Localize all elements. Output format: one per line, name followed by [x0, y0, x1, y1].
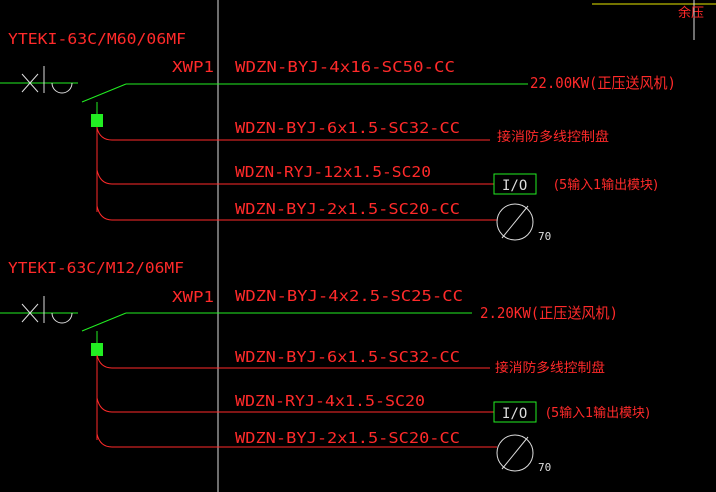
circuit-tag: XWP1: [172, 58, 214, 76]
switch-blade: [81, 312, 127, 332]
detector-rating: 70: [538, 461, 551, 474]
breaker-label: YTEKI-63C/M12/06MF: [8, 259, 184, 277]
branch-line-1: [96, 127, 490, 141]
switch-blade: [81, 83, 127, 103]
load-label: 22.00KW(正压送风机): [530, 74, 676, 92]
branch-cable-label-3: WDZN-BYJ-2x1.5-SC20-CC: [235, 429, 460, 447]
branch-line-2: [96, 169, 494, 185]
breaker-arc-icon: [51, 82, 73, 94]
circuit-tag: XWP1: [172, 288, 214, 306]
branch-target-2: (5输入1输出模块): [546, 405, 650, 421]
detector-circle-icon: [496, 203, 534, 241]
branch-line-3: [96, 433, 497, 448]
io-module-label: I/O: [502, 178, 527, 194]
main-cable-label: WDZN-BYJ-4x2.5-SC25-CC: [235, 287, 463, 305]
breaker-arc-icon: [51, 312, 73, 324]
auxiliary-contact-block: [91, 114, 103, 127]
io-module-box: [493, 173, 537, 195]
main-cable-label: WDZN-BYJ-4x16-SC50-CC: [235, 58, 455, 76]
detector-circle-icon: [496, 434, 534, 472]
io-module-label: I/O: [502, 406, 527, 422]
circuit-section-2: YTEKI-63C/M12/06MF XWP1 WDZN-BYJ-4x2.5-S…: [0, 259, 650, 474]
io-module-box: [493, 401, 537, 423]
branch-cable-label-2: WDZN-RYJ-4x1.5-SC20: [235, 392, 425, 410]
branch-cable-label-3: WDZN-BYJ-2x1.5-SC20-CC: [235, 200, 460, 218]
breaker-label: YTEKI-63C/M60/06MF: [8, 30, 186, 48]
branch-line-1: [96, 354, 490, 369]
load-label: 2.20KW(正压送风机): [480, 304, 618, 322]
corner-text: 余压: [678, 5, 704, 21]
branch-line-3: [96, 205, 497, 221]
branch-cable-label-1: WDZN-BYJ-6x1.5-SC32-CC: [235, 348, 460, 366]
branch-cable-label-2: WDZN-RYJ-12x1.5-SC20: [235, 163, 431, 181]
circuit-section-1: YTEKI-63C/M60/06MF XWP1 WDZN-BYJ-4x16-SC…: [0, 30, 676, 243]
detector-rating: 70: [538, 230, 551, 243]
branch-target-2: (5输入1输出模块): [554, 177, 658, 193]
auxiliary-contact-block: [91, 343, 103, 356]
branch-cable-label-1: WDZN-BYJ-6x1.5-SC32-CC: [235, 119, 460, 137]
branch-line-2: [96, 397, 494, 413]
branch-target-1: 接消防多线控制盘: [497, 129, 609, 145]
branch-target-1: 接消防多线控制盘: [495, 360, 605, 376]
